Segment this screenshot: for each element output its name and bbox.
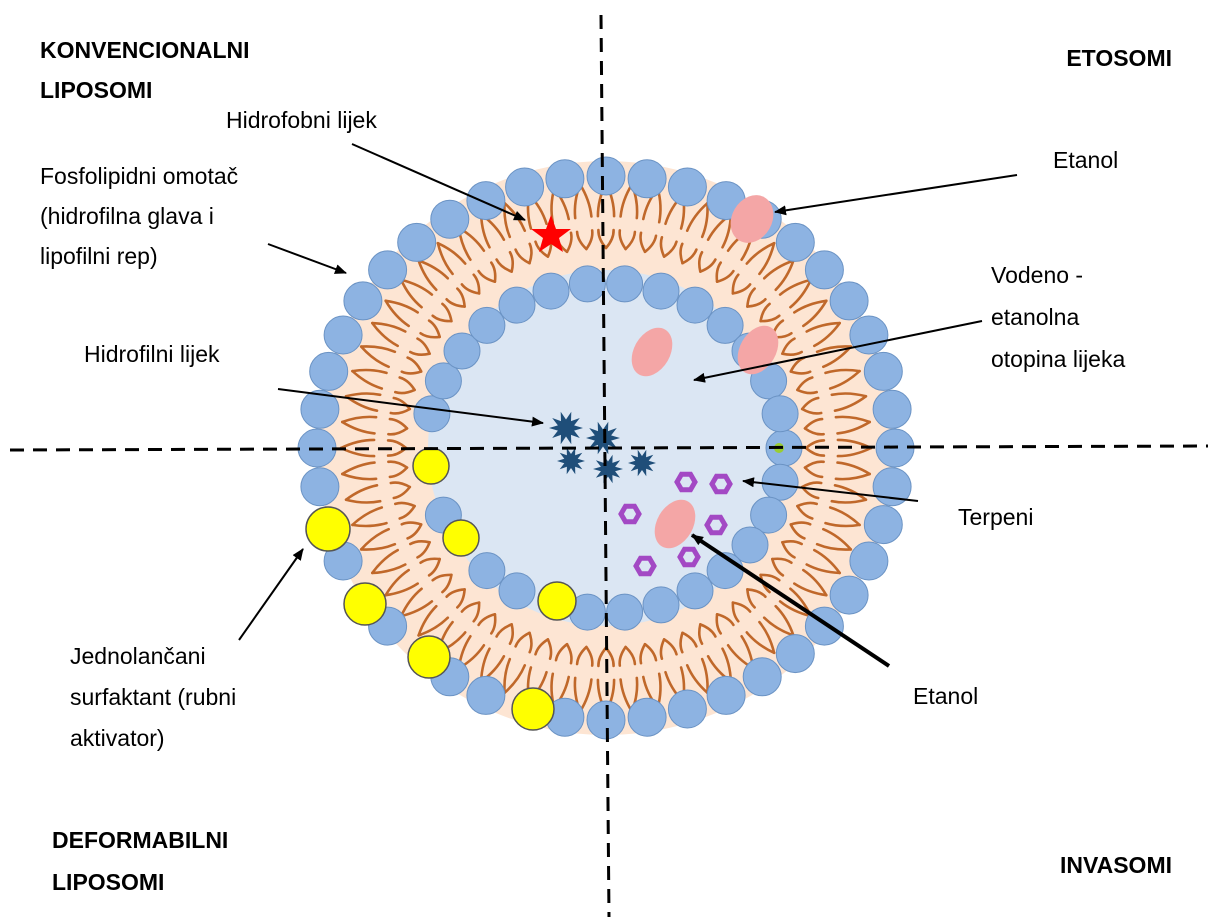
arrow-phospholipid-shell: [268, 244, 346, 273]
label-aqueous-ethanolic: Vodeno - etanolna otopina lijeka: [991, 262, 1125, 372]
surfactant-head: [344, 583, 386, 625]
phospholipid-head: [873, 390, 911, 428]
label-hydrophilic-drug: Hidrofilni lijek: [84, 341, 220, 367]
phospholipid-head: [643, 273, 679, 309]
label-surfactant: Jednolančani surfaktant (rubni aktivator…: [70, 643, 243, 751]
phospholipid-head: [628, 160, 666, 198]
phospholipid-head: [607, 594, 643, 630]
phospholipid-head: [607, 266, 643, 302]
phospholipid-head: [344, 282, 382, 320]
phospholipid-head: [310, 352, 348, 390]
phospholipid-head: [499, 287, 535, 323]
label-phospholipid-shell: Fosfolipidni omotač (hidrofilna glava i …: [40, 163, 245, 269]
phospholipid-head: [830, 576, 868, 614]
phospholipid-head: [569, 266, 605, 302]
phospholipid-head: [546, 160, 584, 198]
phospholipid-head: [776, 223, 814, 261]
label-terpenes: Terpeni: [958, 504, 1033, 530]
quadrant-title-conventional: KONVENCIONALNI LIPOSOMI: [40, 37, 256, 103]
surfactant-head: [408, 636, 450, 678]
phospholipid-head: [830, 282, 868, 320]
phospholipid-head: [762, 396, 798, 432]
label-ethanol-top: Etanol: [1053, 147, 1118, 173]
phospholipid-head: [864, 506, 902, 544]
phospholipid-head: [499, 573, 535, 609]
phospholipid-head: [469, 553, 505, 589]
phospholipid-head: [805, 251, 843, 289]
phospholipid-head: [467, 676, 505, 714]
phospholipid-head: [628, 698, 666, 736]
phospholipid-head: [643, 587, 679, 623]
label-ethanol-bottom: Etanol: [913, 683, 978, 709]
surfactant-head: [306, 507, 350, 551]
phospholipid-head: [533, 273, 569, 309]
phospholipid-head: [431, 200, 469, 238]
phospholipid-head: [677, 287, 713, 323]
phospholipid-head: [469, 307, 505, 343]
phospholipid-head: [743, 658, 781, 696]
phospholipid-head: [864, 352, 902, 390]
phospholipid-head: [677, 573, 713, 609]
quadrant-title-deformable: DEFORMABILNI LIPOSOMI: [52, 827, 235, 895]
phospholipid-head: [776, 635, 814, 673]
surfactant-head: [538, 582, 576, 620]
phospholipid-head: [587, 157, 625, 195]
phospholipid-head: [850, 316, 888, 354]
phospholipid-head: [467, 182, 505, 220]
phospholipid-head: [668, 168, 706, 206]
phospholipid-head: [369, 251, 407, 289]
phospholipid-head: [324, 316, 362, 354]
surfactant-head: [443, 520, 479, 556]
horizontal-divider: [10, 446, 1208, 450]
phospholipid-head: [506, 168, 544, 206]
quadrant-title-invasomes: INVASOMI: [1060, 852, 1172, 878]
label-hydrophobic-drug: Hidrofobni lijek: [226, 107, 377, 133]
phospholipid-head: [850, 542, 888, 580]
arrow-ethanol-top: [775, 175, 1017, 212]
surfactant-head: [413, 448, 449, 484]
phospholipid-head: [398, 223, 436, 261]
quadrant-title-ethosomes: ETOSOMI: [1066, 45, 1172, 71]
phospholipid-head: [668, 690, 706, 728]
phospholipid-head: [762, 464, 798, 500]
phospholipid-head: [707, 676, 745, 714]
phospholipid-head: [414, 396, 450, 432]
phospholipid-head: [301, 468, 339, 506]
arrow-surfactant: [239, 549, 303, 640]
surfactant-head: [512, 688, 554, 730]
